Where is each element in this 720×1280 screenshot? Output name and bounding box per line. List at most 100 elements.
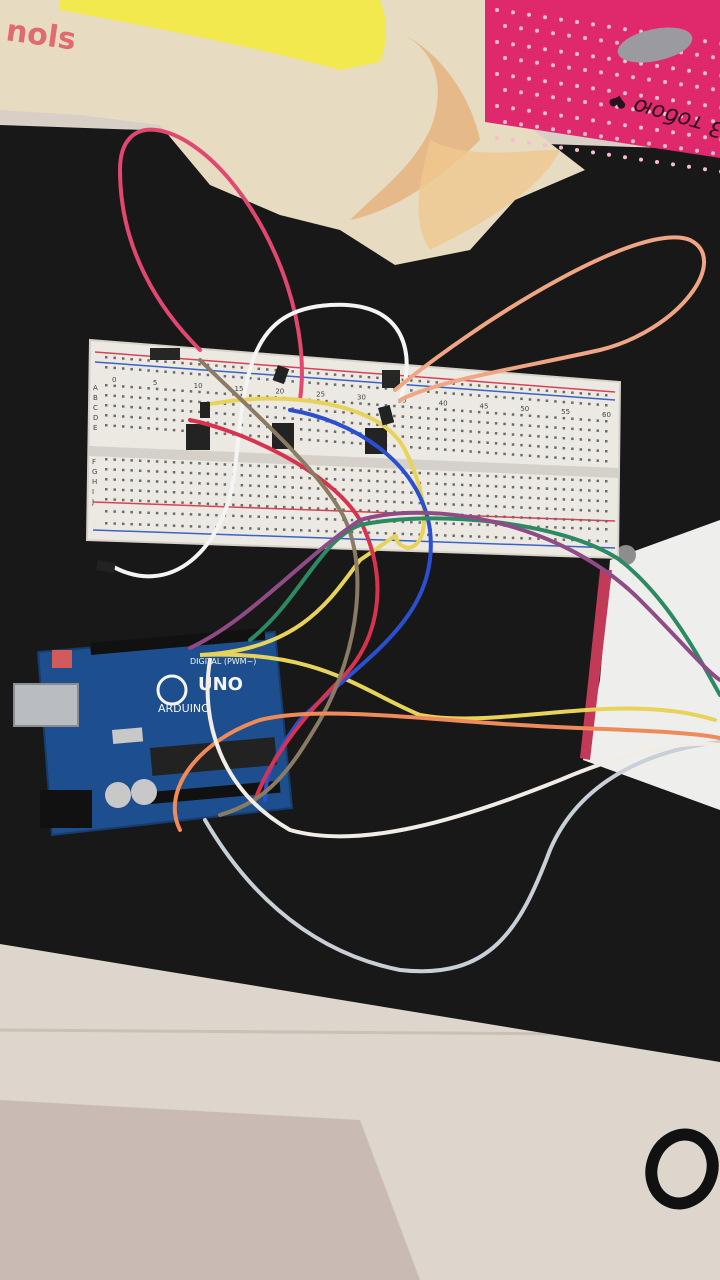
- breadboard-hole: [138, 489, 142, 492]
- breadboard-hole: [232, 503, 235, 507]
- breadboard-hole: [232, 514, 235, 518]
- breadboard-hole: [155, 407, 159, 411]
- polka-dot: [583, 132, 587, 136]
- breadboard-hole: [232, 493, 235, 497]
- polka-dot: [591, 118, 595, 123]
- breadboard-hole: [308, 496, 311, 500]
- breadboard-hole: [528, 516, 532, 520]
- polka-dot: [543, 47, 547, 52]
- breadboard-hole: [477, 504, 481, 507]
- breadboard-hole: [571, 526, 574, 530]
- breadboard-hole: [511, 485, 515, 489]
- breadboard-hole: [308, 476, 311, 480]
- breadboard-hole: [486, 421, 489, 424]
- polka-dot: [551, 63, 555, 68]
- breadboard-hole: [274, 416, 277, 419]
- breadboard-hole: [511, 413, 515, 416]
- breadboard-hole: [443, 534, 447, 537]
- breadboard-hole: [266, 405, 269, 409]
- breadboard-hole: [596, 403, 600, 406]
- breadboard-hole: [333, 530, 337, 533]
- breadboard-row-letter: C: [93, 404, 98, 412]
- polka-dot: [599, 38, 603, 43]
- breadboard-hole: [554, 416, 557, 419]
- breadboard-hole: [147, 511, 150, 515]
- breadboard-hole: [350, 518, 354, 522]
- paper-red-edge: [580, 570, 612, 760]
- breadboard-hole: [435, 502, 439, 506]
- breadboard-number: 50: [520, 405, 529, 413]
- breadboard-hole: [588, 402, 591, 406]
- breadboard-hole: [105, 414, 108, 417]
- breadboard-hole: [350, 478, 354, 482]
- breadboard-hole: [121, 367, 125, 370]
- breadboard-hole: [486, 494, 489, 498]
- yellow-wire-plug: [200, 402, 210, 418]
- breadboard-hole: [172, 418, 176, 422]
- breadboard-hole: [130, 425, 133, 429]
- polka-dot: [599, 134, 603, 139]
- breadboard-number: 30: [357, 394, 366, 402]
- breadboard-hole: [545, 487, 549, 490]
- breadboard-hole: [367, 402, 371, 406]
- breadboard-hole: [147, 479, 150, 483]
- breadboard-hole: [147, 489, 150, 493]
- breadboard-hole: [223, 365, 227, 368]
- polka-dot: [687, 164, 691, 169]
- breadboard-hole: [113, 356, 116, 360]
- breadboard-hole: [477, 420, 481, 424]
- breadboard-hole: [257, 367, 261, 371]
- breadboard-hole: [486, 411, 489, 414]
- breadboard-hole: [282, 406, 286, 410]
- breadboard-hole: [240, 366, 244, 369]
- breadboard-hole: [350, 384, 354, 388]
- polka-dot: [543, 79, 547, 84]
- breadboard-hole: [189, 525, 193, 528]
- breadboard-hole: [105, 478, 108, 481]
- breadboard-hole: [130, 459, 133, 462]
- breadboard-hole: [511, 475, 515, 479]
- breadboard-hole: [460, 473, 464, 477]
- polka-dot: [519, 90, 523, 95]
- breadboard-row-letter: G: [92, 468, 97, 476]
- reset-button: [52, 650, 72, 668]
- breadboard-hole: [198, 502, 201, 505]
- breadboard-hole: [172, 480, 176, 484]
- breadboard-hole: [138, 523, 142, 526]
- breadboard-hole: [418, 501, 422, 505]
- breadboard-hole: [215, 421, 218, 425]
- breadboard-hole: [469, 420, 472, 423]
- breadboard-hole: [460, 503, 464, 507]
- shadow: [0, 1100, 420, 1280]
- breadboard-hole: [155, 387, 159, 391]
- breadboard-hole: [249, 434, 252, 437]
- breadboard-hole: [452, 473, 455, 476]
- breadboard-hole: [571, 391, 574, 394]
- breadboard-hole: [249, 474, 252, 477]
- salmon-wire: [393, 235, 706, 402]
- plastic-bag-fold-2: [418, 140, 560, 250]
- breadboard-hole: [223, 473, 227, 476]
- breadboard-hole: [511, 515, 515, 519]
- polka-dot: [527, 108, 531, 113]
- breadboard-hole: [503, 485, 506, 489]
- breadboard-hole: [384, 510, 388, 513]
- breadboard-hole: [545, 399, 549, 402]
- breadboard-hole: [477, 535, 481, 538]
- breadboard-hole: [223, 375, 227, 378]
- polka-dot: [551, 127, 555, 132]
- breadboard-hole: [274, 475, 277, 478]
- breadboard-hole: [554, 507, 557, 511]
- breadboard-hole: [410, 415, 413, 419]
- breadboard-hole: [113, 414, 116, 418]
- breadboard-hole: [562, 416, 566, 420]
- breadboard-hole: [520, 516, 523, 519]
- polka-dot: [631, 107, 635, 112]
- board-brand: ARDUINO: [158, 702, 210, 715]
- breadboard-hole: [401, 481, 405, 484]
- breadboard-hole: [486, 484, 489, 488]
- breadboard-hole: [460, 449, 464, 453]
- breadboard-hole: [469, 535, 472, 538]
- breadboard-hole: [308, 381, 311, 384]
